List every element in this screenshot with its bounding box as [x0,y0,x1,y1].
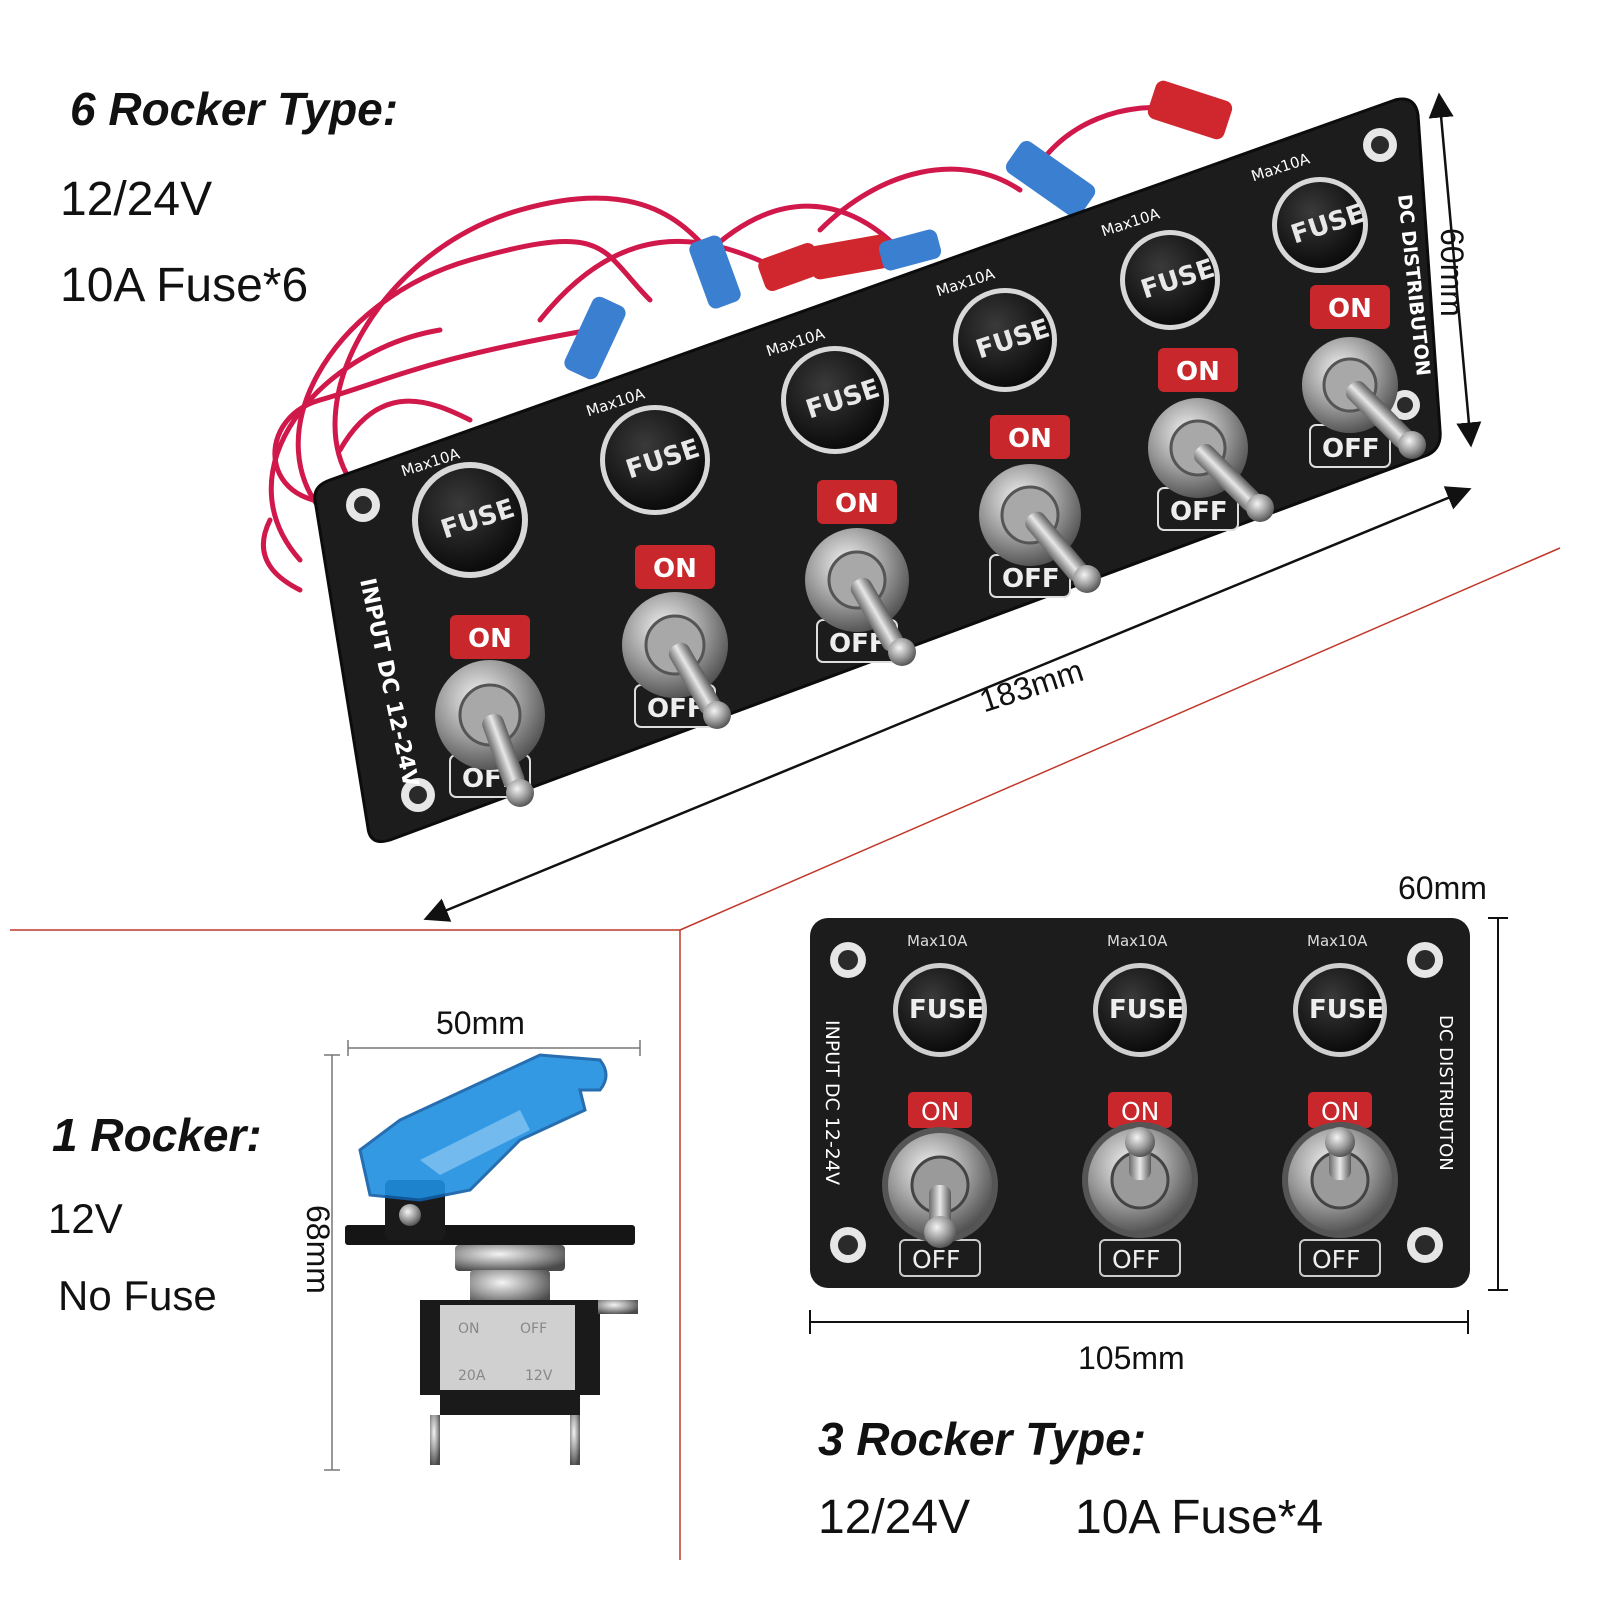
three-rocker-unit-1: Max10A FUSE ON OFF [882,932,998,1277]
one-rocker-body-volts: 12V [525,1368,553,1384]
six-rocker-dimension-arrows [423,92,1482,922]
three-rocker-voltage: 12/24V [818,1491,971,1544]
switch-off-label: OFF [1112,1245,1160,1274]
three-rocker-title: 3 Rocker Type: [818,1413,1147,1465]
six-rocker-unit-6: Max10A FUSE ON OFF [1249,149,1426,468]
fuse-cap-label: FUSE [1309,995,1384,1025]
one-rocker-body-off: OFF [520,1321,547,1337]
fuse-rating-label: Max10A [1107,932,1168,950]
three-rocker-unit-3: Max10A FUSE ON OFF [1282,932,1398,1277]
one-rocker-switch: ON OFF 20A 12V [324,1040,641,1471]
switch-on-label: ON [921,1097,959,1126]
six-rocker-title: 6 Rocker Type: [70,83,399,135]
switch-off-label: OFF [1312,1245,1360,1274]
fuse-cap-label: FUSE [909,995,984,1025]
switch-on-label: ON [1176,357,1220,387]
one-rocker-fuse: No Fuse [58,1272,217,1319]
switch-on-label: ON [1321,1097,1359,1126]
switch-off-label: OFF [912,1245,960,1274]
switch-on-label: ON [653,554,697,584]
one-rocker-voltage: 12V [48,1195,123,1242]
switch-on-label: ON [468,624,512,654]
switch-on-label: ON [1121,1097,1159,1126]
three-rocker-fuse: 10A Fuse*4 [1075,1491,1324,1544]
three-rocker-dimension-lines [809,917,1508,1334]
switch-off-label: OFF [1322,434,1380,464]
fuse-rating-label: Max10A [1307,932,1368,950]
six-rocker-fuse: 10A Fuse*6 [60,259,309,312]
three-rocker-input-label: INPUT DC 12-24V [821,1020,843,1185]
three-rocker-distribution-label: DC DISTRIBUTON [1435,1015,1456,1171]
one-rocker-body-on: ON [458,1321,480,1337]
three-rocker-width-label: 105mm [1078,1340,1185,1376]
one-rocker-body-amps: 20A [458,1368,486,1384]
switch-on-label: ON [1008,424,1052,454]
fuse-rating-label: Max10A [907,932,968,950]
switch-on-label: ON [1328,294,1372,324]
switch-on-label: ON [835,489,879,519]
three-rocker-units: Max10A FUSE ON OFF Max10A FUSE ON OFF [882,932,1398,1277]
six-rocker-terminals [564,80,1233,380]
one-rocker-width-label: 50mm [436,1005,525,1041]
fuse-cap-label: FUSE [1109,995,1184,1025]
switch-off-label: OFF [1170,497,1228,527]
three-rocker-unit-2: Max10A FUSE ON OFF [1082,932,1198,1277]
six-rocker-wires [261,105,1183,593]
one-rocker-title: 1 Rocker: [52,1109,262,1161]
switch-off-label: OFF [1002,564,1060,594]
six-rocker-voltage: 12/24V [60,173,213,226]
